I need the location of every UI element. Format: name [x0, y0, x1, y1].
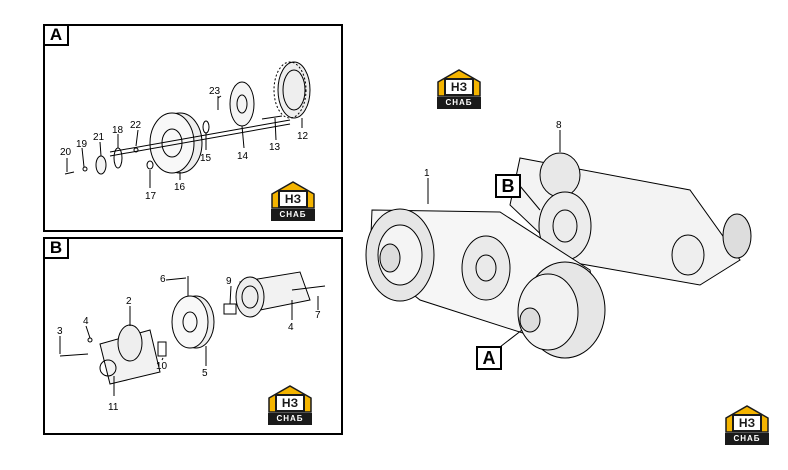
callout-b-2: 2 [126, 296, 132, 307]
callout-b-10: 10 [156, 361, 168, 372]
callout-a-13: 13 [269, 142, 281, 153]
main-assembly [365, 130, 752, 359]
logo-mark: НЗ [278, 190, 308, 208]
assembly-tag-b: B [495, 174, 521, 198]
logo-mark: НЗ [444, 78, 474, 96]
panel-a-parts [64, 61, 311, 188]
callout-a-16: 16 [174, 182, 186, 193]
callout-a-18: 18 [112, 125, 124, 136]
assembly-tag-a: A [476, 346, 502, 370]
callout-b-3: 3 [57, 326, 63, 337]
callout-a-20: 20 [60, 147, 72, 158]
callout-b-4-small: 4 [83, 316, 89, 327]
callout-b-4: 4 [288, 322, 294, 333]
panel-a-tag: A [43, 24, 69, 46]
callout-a-22: 22 [130, 120, 142, 131]
panel-b-parts [59, 271, 326, 396]
logo-text: СНАБ [437, 97, 481, 109]
brand-logo-bottom-right: НЗ СНАБ [722, 402, 772, 446]
logo-text: СНАБ [725, 433, 769, 445]
callout-b-5: 5 [202, 368, 208, 379]
callout-b-11: 11 [108, 402, 119, 413]
callout-a-17: 17 [145, 191, 157, 202]
callout-b-9: 9 [226, 276, 232, 287]
callout-b-7: 7 [315, 310, 321, 321]
logo-mark: НЗ [732, 414, 762, 432]
brand-logo-panel-a: НЗ СНАБ [268, 178, 318, 222]
panel-b-tag: B [43, 237, 69, 259]
callout-a-15: 15 [200, 153, 212, 164]
callout-assembly-1: 1 [424, 168, 430, 179]
callout-assembly-8: 8 [556, 120, 562, 131]
logo-text: СНАБ [271, 209, 315, 221]
callout-a-21: 21 [93, 132, 105, 143]
brand-logo-top: НЗ СНАБ [434, 66, 484, 110]
callout-a-12: 12 [297, 131, 309, 142]
callout-a-23: 23 [209, 86, 221, 97]
callout-a-19: 19 [76, 139, 88, 150]
callout-b-6: 6 [160, 274, 166, 285]
brand-logo-panel-b: НЗ СНАБ [265, 382, 315, 426]
callout-a-14: 14 [237, 151, 249, 162]
logo-text: СНАБ [268, 413, 312, 425]
logo-mark: НЗ [275, 394, 305, 412]
